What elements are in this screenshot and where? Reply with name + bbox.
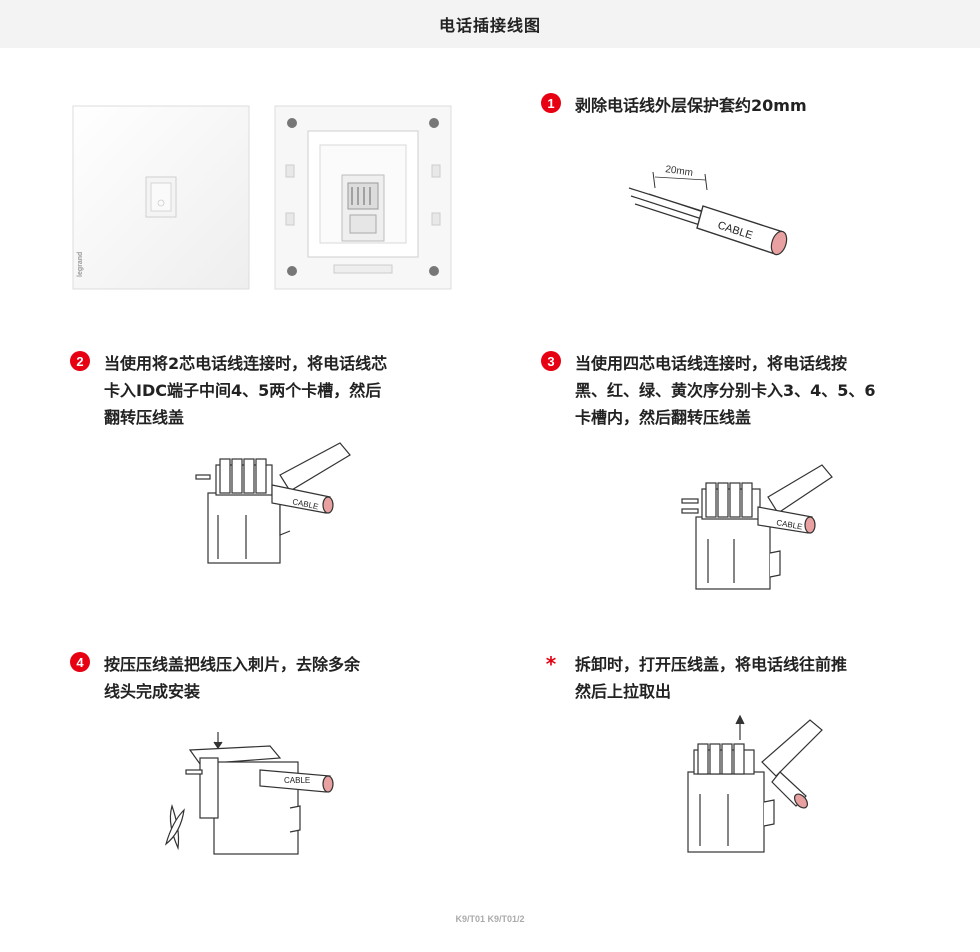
model-number: K9/T01 K9/T01/2: [455, 914, 525, 924]
cable-label: CABLE: [284, 776, 310, 785]
step-4: 4 按压压线盖把线压入刺片，去除多余 线头完成安装: [70, 651, 490, 705]
step-1: 1 剥除电话线外层保护套约20mm: [541, 92, 941, 119]
step-2: 2 当使用将2芯电话线连接时，将电话线芯 卡入IDC端子中间4、5两个卡槽，然后…: [70, 350, 490, 431]
socket-back-photo: [274, 105, 452, 290]
step-badge: 2: [70, 351, 90, 371]
idc-press-diagram: CABLE: [150, 730, 350, 860]
idc-4wire-diagram: CABLE: [672, 455, 842, 595]
step-badge: 4: [70, 652, 90, 672]
socket-front-photo: legrand: [72, 105, 250, 290]
step-badge: *: [545, 652, 557, 676]
step-text: 剥除电话线外层保护套约20mm: [575, 96, 807, 115]
step-badge: 1: [541, 93, 561, 113]
step-text: 拆卸时，打开压线盖，将电话线往前推 然后上拉取出: [575, 655, 848, 701]
step-3: 3 当使用四芯电话线连接时，将电话线按 黑、红、绿、黄次序分别卡入3、4、5、6…: [541, 350, 961, 431]
step-remove: * 拆卸时，打开压线盖，将电话线往前推 然后上拉取出: [541, 651, 961, 705]
length-label: 20mm: [665, 164, 694, 179]
idc-2wire-diagram: CABLE: [190, 435, 360, 570]
step-badge: 3: [541, 351, 561, 371]
step-text: 当使用四芯电话线连接时，将电话线按 黑、红、绿、黄次序分别卡入3、4、5、6 卡…: [575, 354, 876, 427]
brand-logo: legrand: [77, 252, 84, 277]
cable-strip-diagram: 20mm CABLE: [625, 150, 800, 260]
idc-remove-diagram: [680, 712, 830, 857]
cable-label: CABLE: [776, 518, 803, 531]
page-title: 电话插接线图: [438, 16, 541, 35]
step-text: 按压压线盖把线压入刺片，去除多余 线头完成安装: [104, 655, 361, 701]
step-text: 当使用将2芯电话线连接时，将电话线芯 卡入IDC端子中间4、5两个卡槽，然后 翻…: [104, 354, 388, 427]
header-bar: 电话插接线图: [0, 0, 980, 48]
